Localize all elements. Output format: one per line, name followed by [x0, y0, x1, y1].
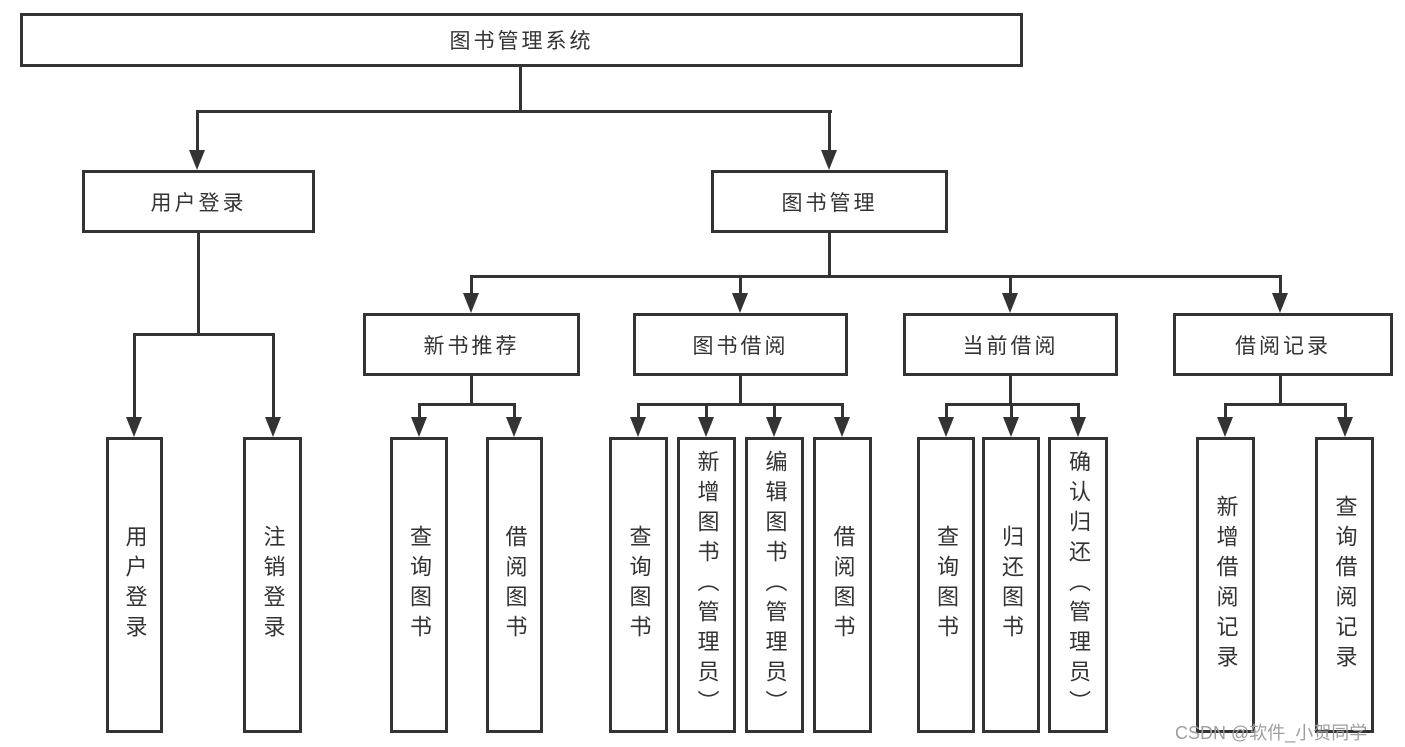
- leaf-borrow-query-books: 查询图书: [609, 437, 668, 733]
- connector-line: [272, 333, 275, 419]
- arrowhead-icon: [463, 293, 479, 313]
- arrowhead-icon: [938, 417, 954, 437]
- node-new-book-recommend: 新书推荐: [363, 313, 580, 376]
- leaf-borrow-books: 借阅图书: [813, 437, 872, 733]
- connector-line: [773, 403, 776, 419]
- leaf-current-query-books-label: 查询图书: [934, 525, 959, 645]
- node-current-borrow: 当前借阅: [903, 313, 1118, 376]
- node-user-login-branch-label: 用户登录: [150, 191, 247, 215]
- leaf-confirm-return-admin: 确认归还（管理员）: [1048, 437, 1108, 733]
- connector-line: [705, 403, 708, 419]
- connector-line: [739, 275, 742, 295]
- leaf-return-books-label: 归还图书: [999, 525, 1024, 645]
- leaf-recommend-borrow-books-label: 借阅图书: [502, 525, 528, 645]
- connector-line: [1344, 403, 1347, 419]
- connector-line: [133, 333, 275, 336]
- arrowhead-icon: [1272, 293, 1288, 313]
- leaf-add-books-admin-label: 新增图书（管理员）: [694, 450, 720, 720]
- connector-line: [519, 67, 522, 112]
- connector-line: [637, 403, 844, 406]
- connector-line: [1279, 275, 1282, 295]
- connector-line: [841, 403, 844, 419]
- node-new-book-recommend-label: 新书推荐: [423, 334, 520, 358]
- arrowhead-icon: [698, 417, 714, 437]
- leaf-add-books-admin: 新增图书（管理员）: [677, 437, 736, 733]
- connector-line: [513, 403, 516, 419]
- node-root-label: 图书管理系统: [449, 30, 594, 53]
- arrowhead-icon: [1337, 417, 1353, 437]
- connector-line: [945, 403, 948, 419]
- node-book-borrow-label: 图书借阅: [692, 334, 789, 358]
- leaf-edit-books-admin: 编辑图书（管理员）: [745, 437, 804, 733]
- arrowhead-icon: [766, 417, 782, 437]
- node-current-borrow-label: 当前借阅: [962, 334, 1059, 358]
- arrowhead-icon: [1217, 417, 1233, 437]
- connector-line: [1224, 403, 1227, 419]
- arrowhead-icon: [1070, 417, 1086, 437]
- leaf-logout: 注销登录: [243, 437, 302, 733]
- connector-line: [1009, 376, 1012, 406]
- connector-line: [1077, 403, 1080, 419]
- connector-line: [418, 403, 516, 406]
- arrowhead-icon: [821, 150, 837, 170]
- leaf-logout-label: 注销登录: [260, 525, 286, 645]
- csdn-watermark: CSDN @软件_小贺同学: [1175, 723, 1368, 743]
- arrowhead-icon: [834, 417, 850, 437]
- leaf-return-books: 归还图书: [982, 437, 1040, 733]
- node-root: 图书管理系统: [20, 13, 1023, 67]
- leaf-edit-books-admin-label: 编辑图书（管理员）: [762, 450, 788, 720]
- leaf-user-login-label: 用户登录: [122, 525, 148, 645]
- node-borrow-records: 借阅记录: [1173, 313, 1393, 376]
- connector-line: [196, 110, 832, 113]
- node-book-borrow: 图书借阅: [633, 313, 848, 376]
- arrowhead-icon: [630, 417, 646, 437]
- leaf-add-borrow-record-label: 新增借阅记录: [1213, 495, 1239, 675]
- leaf-add-borrow-record: 新增借阅记录: [1196, 437, 1255, 733]
- connector-line: [133, 333, 136, 419]
- arrowhead-icon: [506, 417, 522, 437]
- connector-line: [1010, 403, 1013, 419]
- node-borrow-records-label: 借阅记录: [1235, 334, 1331, 358]
- connector-line: [1009, 275, 1012, 295]
- leaf-query-borrow-record: 查询借阅记录: [1315, 437, 1374, 733]
- arrowhead-icon: [1002, 293, 1018, 313]
- leaf-recommend-query-books-label: 查询图书: [407, 525, 432, 645]
- connector-line: [1224, 403, 1347, 406]
- leaf-confirm-return-admin-label: 确认归还（管理员）: [1066, 450, 1091, 720]
- leaf-user-login: 用户登录: [106, 437, 163, 733]
- connector-line: [418, 403, 421, 419]
- arrowhead-icon: [732, 293, 748, 313]
- node-book-management-label: 图书管理: [781, 191, 878, 215]
- leaf-query-borrow-record-label: 查询借阅记录: [1332, 495, 1358, 675]
- arrowhead-icon: [1003, 417, 1019, 437]
- arrowhead-icon: [189, 150, 205, 170]
- arrowhead-icon: [411, 417, 427, 437]
- arrowhead-icon: [265, 417, 281, 437]
- leaf-recommend-query-books: 查询图书: [390, 437, 448, 733]
- leaf-current-query-books: 查询图书: [917, 437, 975, 733]
- arrowhead-icon: [126, 417, 142, 437]
- leaf-borrow-query-books-label: 查询图书: [626, 525, 652, 645]
- connector-line: [470, 376, 473, 406]
- node-user-login-branch: 用户登录: [82, 170, 315, 233]
- connector-line: [828, 233, 831, 278]
- leaf-borrow-books-label: 借阅图书: [830, 525, 856, 645]
- connector-line: [828, 110, 831, 152]
- connector-line: [196, 110, 199, 152]
- connector-line: [197, 233, 200, 336]
- leaf-recommend-borrow-books: 借阅图书: [486, 437, 543, 733]
- connector-line: [470, 275, 1282, 278]
- connector-line: [739, 376, 742, 406]
- connector-line: [637, 403, 640, 419]
- node-book-management: 图书管理: [711, 170, 948, 233]
- connector-line: [1279, 376, 1282, 406]
- connector-line: [470, 275, 473, 295]
